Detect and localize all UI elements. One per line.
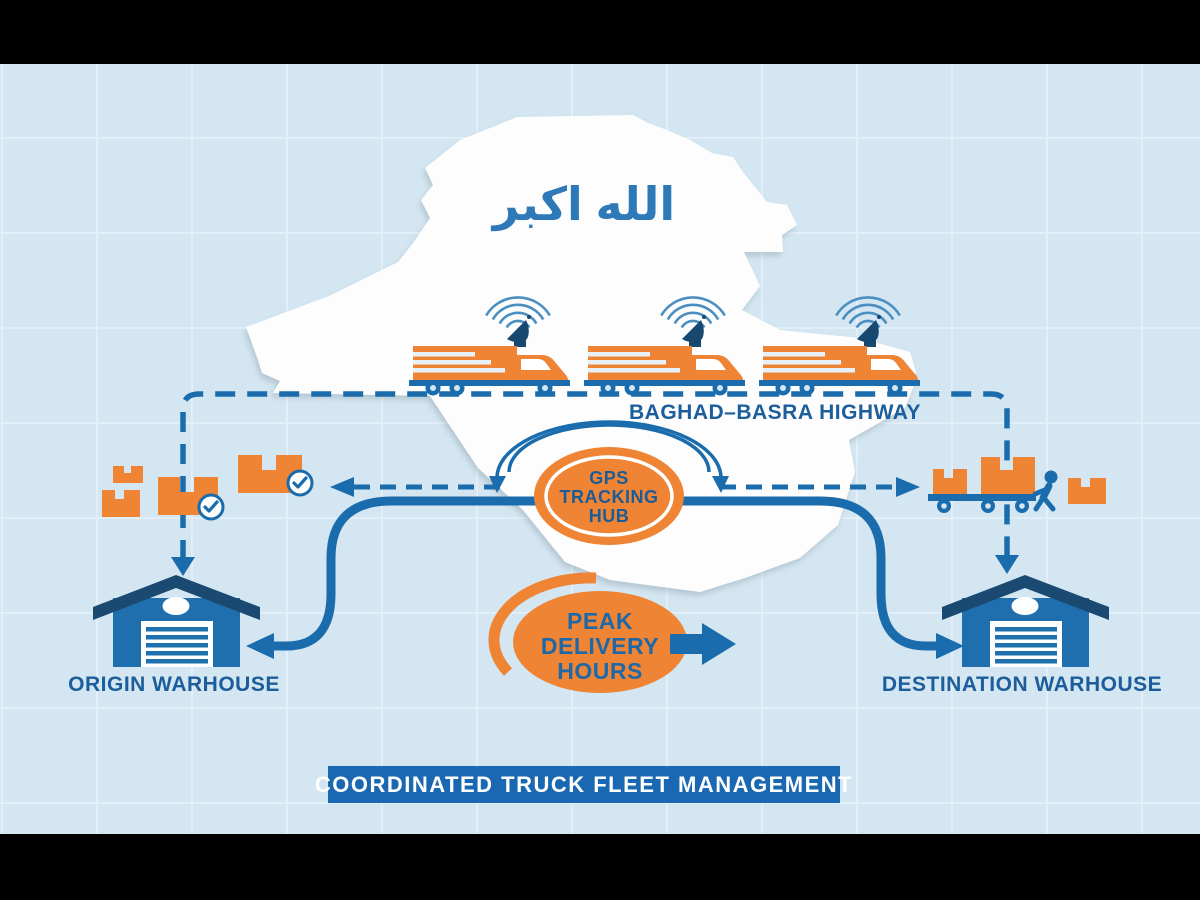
peak-label-line3: HOURS — [557, 658, 643, 684]
package-box-icon — [238, 455, 302, 493]
satellite-dish-icon — [857, 315, 881, 347]
origin-warehouse-label: ORIGIN WARHOUSE — [68, 673, 280, 696]
hub-dashed-arrowhead-left — [330, 477, 354, 497]
truck-icon — [759, 296, 920, 396]
truck-wheels — [775, 380, 903, 396]
hub-label-line3: HUB — [589, 506, 630, 526]
satellite-dish-icon — [682, 315, 706, 347]
hub-curve-to-origin — [272, 496, 560, 651]
truck-speed-stripes — [763, 352, 855, 373]
hub-curve-to-destination — [660, 496, 938, 651]
hub-label-line1: GPS — [589, 468, 629, 488]
package-box-icon — [981, 457, 1035, 494]
hub-signal-arcs-icon — [495, 420, 723, 479]
satellite-dish-icon — [507, 315, 531, 347]
route-arrow-down-right — [995, 555, 1019, 574]
truck-icon — [409, 296, 570, 396]
iraq-map-silhouette — [246, 115, 916, 592]
destination-loading-group — [928, 457, 1106, 513]
peak-label-line1: PEAK — [567, 608, 633, 634]
arrow-right-icon — [670, 623, 736, 665]
destination-curve-arrowhead — [936, 633, 964, 659]
truck-icon — [584, 296, 745, 396]
route-arrow-down-left — [171, 557, 195, 576]
arabic-calligraphy-text: الله اكبر — [491, 178, 675, 231]
truck-wheels — [425, 380, 553, 396]
warehouse-icon — [942, 575, 1109, 667]
gps-tracking-hub: GPS TRACKING HUB — [534, 447, 684, 545]
hub-arc-arrowhead-right — [712, 476, 729, 493]
truck-chassis — [409, 380, 570, 386]
peak-swoosh-arc — [488, 572, 597, 676]
cart-icon — [928, 494, 1036, 513]
hub-label-line2: TRACKING — [560, 487, 659, 507]
warehouse-icon — [93, 575, 260, 667]
hub-dashed-arrowhead-right — [896, 477, 920, 497]
destination-warehouse-label: DESTINATION WARHOUSE — [882, 673, 1162, 696]
truck-wheels — [600, 380, 728, 396]
truck-cab-window — [521, 359, 551, 370]
truck-chassis — [759, 380, 920, 386]
truck-cab-window — [871, 359, 901, 370]
package-box-icon — [1068, 478, 1106, 504]
peak-delivery-hours: PEAK DELIVERY HOURS — [488, 572, 736, 693]
package-box-icon — [113, 466, 143, 483]
truck-cab-window — [696, 359, 726, 370]
check-badge-icon — [197, 493, 225, 521]
signal-arcs-icon — [485, 296, 551, 329]
highway-label: BAGHAD–BASRA HIGHWAY — [629, 401, 921, 424]
title-banner: COORDINATED TRUCK FLEET MANAGEMENT — [315, 766, 853, 803]
worker-icon — [1032, 470, 1058, 512]
truck-chassis — [584, 380, 745, 386]
origin-curve-arrowhead — [246, 633, 274, 659]
title-banner-label: COORDINATED TRUCK FLEET MANAGEMENT — [315, 772, 853, 797]
truck-fleet — [409, 296, 920, 396]
package-box-icon — [102, 490, 140, 517]
truck-speed-stripes — [588, 352, 680, 373]
package-box-icon — [933, 469, 967, 494]
peak-label-line2: DELIVERY — [541, 633, 659, 659]
check-badge-icon — [286, 469, 314, 497]
truck-speed-stripes — [413, 352, 505, 373]
hub-arc-arrowhead-left — [489, 476, 506, 493]
